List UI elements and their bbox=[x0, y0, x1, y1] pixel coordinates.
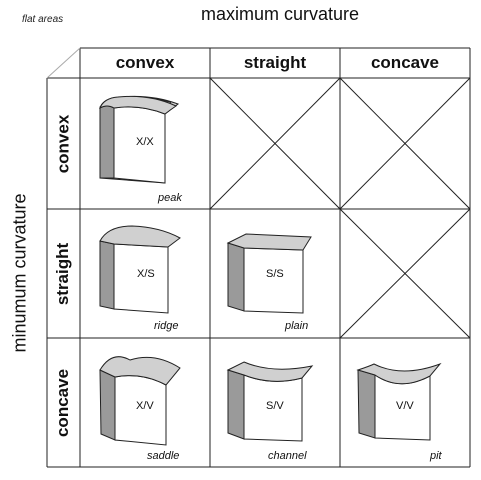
block-peak bbox=[99, 95, 180, 184]
block-channel bbox=[226, 361, 314, 442]
label-peak: peak bbox=[158, 192, 182, 204]
block-saddle bbox=[99, 356, 181, 446]
label-saddle: saddle bbox=[147, 450, 180, 462]
col-header-concave: concave bbox=[370, 53, 440, 72]
max-curvature-title: maximum curvature bbox=[200, 4, 360, 24]
code-channel: S/V bbox=[266, 400, 284, 412]
block-plain bbox=[226, 233, 312, 314]
code-ridge: X/S bbox=[137, 268, 155, 280]
code-pit: V/V bbox=[396, 400, 414, 412]
label-channel: channel bbox=[268, 450, 307, 462]
cross-straight-concave-b bbox=[339, 208, 471, 339]
label-ridge: ridge bbox=[154, 320, 179, 332]
code-peak: X/X bbox=[136, 136, 154, 148]
code-plain: S/S bbox=[266, 268, 284, 280]
cross-convex-concave-b bbox=[339, 77, 471, 210]
block-pit bbox=[356, 362, 442, 441]
code-saddle: X/V bbox=[136, 400, 154, 412]
grid-corner-diagonal bbox=[46, 47, 81, 79]
block-ridge bbox=[99, 225, 181, 314]
label-plain: plain bbox=[285, 320, 309, 332]
col-header-straight: straight bbox=[243, 53, 307, 72]
label-pit: pit bbox=[430, 450, 442, 462]
col-header-convex: convex bbox=[115, 53, 175, 72]
flat-areas-note: flat areas bbox=[22, 14, 64, 25]
cross-convex-straight-b bbox=[209, 77, 341, 210]
